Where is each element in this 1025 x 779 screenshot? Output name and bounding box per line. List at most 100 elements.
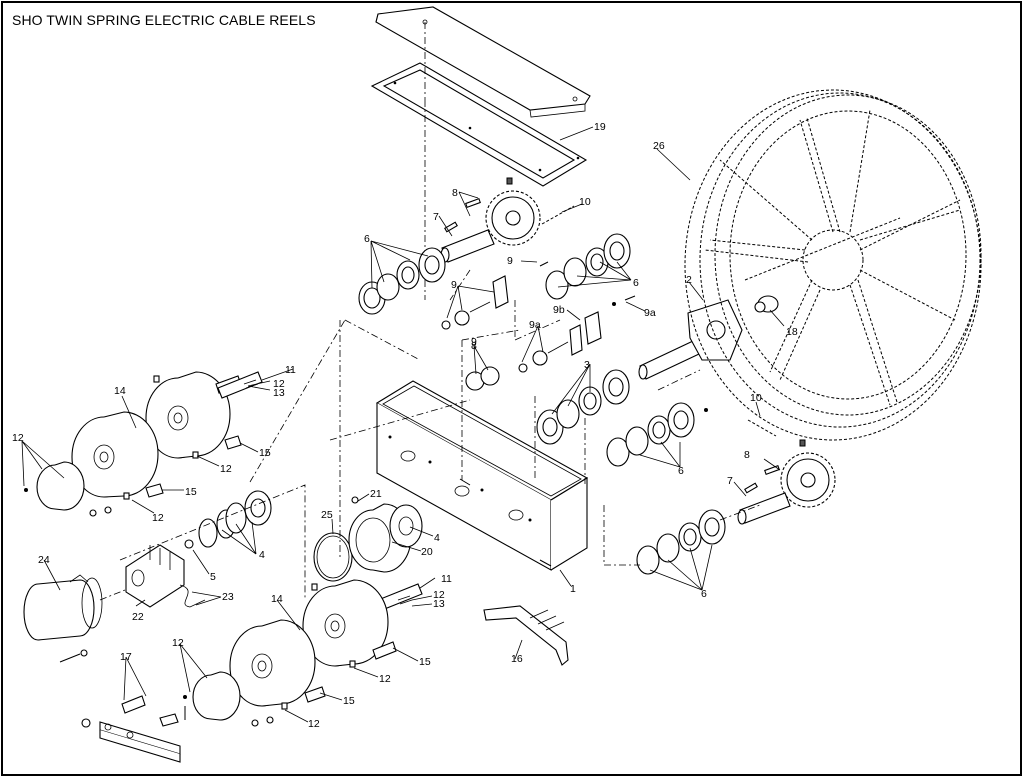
callout-12-lower-pin: 12 (433, 589, 445, 601)
upper-spring-housing-front (71, 411, 159, 500)
lower-drive-shaft (737, 492, 791, 525)
callout-6-upper-left: 6 (364, 233, 370, 245)
callout-8-upper: 8 (452, 187, 458, 199)
lower-sprocket (780, 439, 836, 508)
callout-9a-right: 9a (644, 307, 656, 319)
callout-6-upper-right: 6 (633, 277, 639, 289)
callout-9-middle: 9 (471, 336, 477, 348)
upper-pin (444, 221, 458, 233)
lower-spring-housing-rear (302, 579, 389, 668)
upper-left-bearing-set (358, 247, 446, 315)
upper-drive-shaft (440, 229, 495, 263)
upper-idler-bracket (441, 275, 509, 330)
upper-end-cap (36, 461, 85, 511)
callout-12-left: 12 (12, 432, 24, 444)
callout-15-lower-front: 15 (343, 695, 355, 707)
callout-13-lower: 13 (433, 598, 445, 610)
callout-8-lower: 8 (744, 449, 750, 461)
brake-wires (179, 584, 206, 608)
callout-21: 21 (370, 488, 382, 500)
right-bolts (539, 261, 636, 306)
callout-15-upper-front: 15 (185, 486, 197, 498)
upper-sprocket (485, 177, 541, 246)
callout-4-coupling: 4 (259, 549, 265, 561)
hub-bearing (754, 295, 779, 313)
callout-9a-middle: 9a (529, 319, 541, 331)
upper-right-bearing-set (545, 233, 631, 300)
callout-7-lower: 7 (727, 475, 733, 487)
callout-15-lower-rear: 15 (419, 656, 431, 668)
cable-drum-wheel (684, 89, 982, 441)
callout-20: 20 (421, 546, 433, 558)
lower-chain-segment (747, 419, 777, 437)
slip-ring-drum (348, 503, 412, 573)
right-bearing-set (606, 402, 708, 467)
coupling-set (184, 490, 272, 549)
callout-16: 16 (511, 653, 523, 665)
callout-1: 1 (570, 583, 576, 595)
upper-key (465, 198, 481, 208)
callout-8-middle: 8 (471, 340, 477, 352)
gearbox-housing (375, 380, 589, 571)
middle-idler-sprocket (465, 366, 500, 391)
gear-reducer (125, 544, 185, 608)
slip-ring-plate (389, 504, 423, 548)
callout-labels: 1 2 3 4 4 5 6 6 6 6 7 7 8 8 8 9 9 9 9a 9… (12, 121, 798, 730)
callout-10-upper: 10 (579, 196, 591, 208)
callout-22: 22 (132, 611, 144, 623)
callout-6-lower: 6 (701, 588, 707, 600)
callout-24: 24 (38, 554, 50, 566)
callout-12-upper-front: 12 (152, 512, 164, 524)
upper-spring-housing-rear (145, 371, 231, 459)
assembly-center-lines (99, 269, 761, 601)
callout-2: 2 (686, 274, 692, 286)
lower-spring-pins (183, 641, 397, 727)
callout-6-middle: 6 (678, 465, 684, 477)
callout-12-upper-housing: 12 (220, 463, 232, 475)
cover-gasket (370, 62, 588, 187)
callout-3: 3 (584, 359, 590, 371)
top-cover-plate (375, 6, 591, 118)
lower-key (764, 465, 780, 475)
callout-26: 26 (653, 140, 665, 152)
right-idler-bracket (518, 311, 602, 373)
callout-9-upper: 9 (507, 255, 513, 267)
callout-9b: 9b (553, 304, 565, 316)
callout-12-upper-pin: 12 (273, 378, 285, 390)
motor-bolt (59, 649, 88, 663)
set-screw (351, 496, 359, 504)
lower-spring-housing-front (229, 619, 316, 710)
callout-5: 5 (210, 571, 216, 583)
callout-12-lower-front: 12 (308, 718, 320, 730)
center-bearing-set (536, 369, 630, 445)
callout-10-lower: 10 (750, 392, 762, 404)
lower-pin (744, 482, 758, 494)
callout-11-upper: 11 (285, 364, 296, 376)
callout-12-lower-cap: 12 (172, 637, 184, 649)
callout-25: 25 (321, 509, 333, 521)
callout-12-lower-housing: 12 (379, 673, 391, 685)
callout-23: 23 (222, 591, 234, 603)
callout-14-lower: 14 (271, 593, 283, 605)
diagram-title: SHO TWIN SPRING ELECTRIC CABLE REELS (12, 12, 316, 28)
callout-4-drum: 4 (434, 532, 440, 544)
callout-14-upper: 14 (114, 385, 126, 397)
callout-17: 17 (120, 651, 132, 663)
lower-end-cap (192, 671, 241, 721)
callout-18: 18 (786, 326, 798, 338)
mounting-bracket (81, 695, 186, 763)
callout-13-upper: 13 (273, 387, 285, 399)
callout-9-bracket: 9 (451, 279, 457, 291)
callout-15-upper-rear: 15 (259, 447, 271, 459)
motor (23, 574, 103, 641)
callout-11-lower: 11 (441, 573, 452, 585)
lower-right-bearing-set (636, 509, 726, 575)
callout-7-upper: 7 (433, 211, 439, 223)
upper-spring-pin (217, 371, 263, 399)
o-ring (313, 532, 353, 582)
leader-lines (21, 126, 785, 723)
winding-handle (483, 605, 569, 666)
